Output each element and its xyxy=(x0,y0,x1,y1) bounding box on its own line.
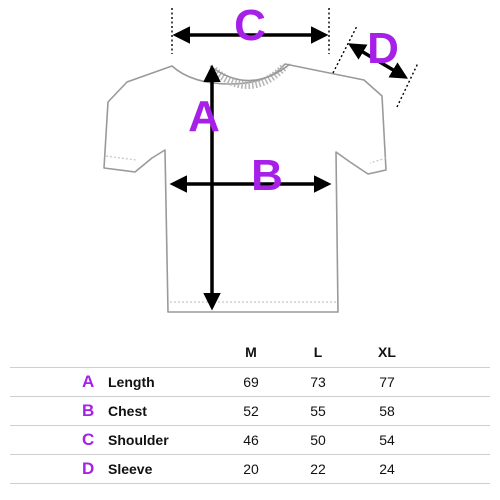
size-header-xl: XL xyxy=(378,344,396,360)
tshirt-measurement-diagram: C D A B xyxy=(103,1,419,313)
value-cell: 22 xyxy=(310,461,326,477)
row-label-length: Length xyxy=(108,374,155,390)
row-label-shoulder: Shoulder xyxy=(108,432,169,448)
size-table: M L XL A Length 69 73 77 B Chest 52 55 5… xyxy=(0,334,500,494)
table-row-shoulder: C Shoulder 46 50 54 xyxy=(10,425,490,454)
value-cell: 58 xyxy=(379,403,395,419)
dimension-label-b: B xyxy=(251,151,283,200)
dimension-label-d: D xyxy=(367,24,399,73)
value-cell: 77 xyxy=(379,374,395,390)
table-row-chest: B Chest 52 55 58 xyxy=(10,396,490,425)
row-letter: D xyxy=(82,459,95,478)
size-header-m: M xyxy=(245,344,257,360)
value-cell: 55 xyxy=(310,403,326,419)
value-cell: 24 xyxy=(379,461,395,477)
chest-dimension: B xyxy=(169,151,332,200)
dimension-label-c: C xyxy=(234,1,266,50)
row-letter: A xyxy=(82,372,95,391)
value-cell: 20 xyxy=(243,461,259,477)
shoulder-dimension: C xyxy=(171,1,330,54)
row-label-sleeve: Sleeve xyxy=(108,461,153,477)
value-cell: 46 xyxy=(243,432,259,448)
row-letter: B xyxy=(82,401,95,420)
value-cell: 73 xyxy=(310,374,326,390)
value-cell: 52 xyxy=(243,403,259,419)
tshirt-outline xyxy=(103,63,387,313)
value-cell: 54 xyxy=(379,432,395,448)
value-cell: 50 xyxy=(310,432,326,448)
row-letter: C xyxy=(82,430,95,449)
length-dimension: A xyxy=(188,64,221,311)
size-header-l: L xyxy=(313,344,323,360)
table-row-length: A Length 69 73 77 xyxy=(10,367,490,396)
row-label-chest: Chest xyxy=(108,403,147,419)
value-cell: 69 xyxy=(243,374,259,390)
sleeve-dimension: D xyxy=(332,24,419,108)
table-row-sleeve: D Sleeve 20 22 24 xyxy=(10,454,490,484)
dimension-label-a: A xyxy=(188,92,220,141)
